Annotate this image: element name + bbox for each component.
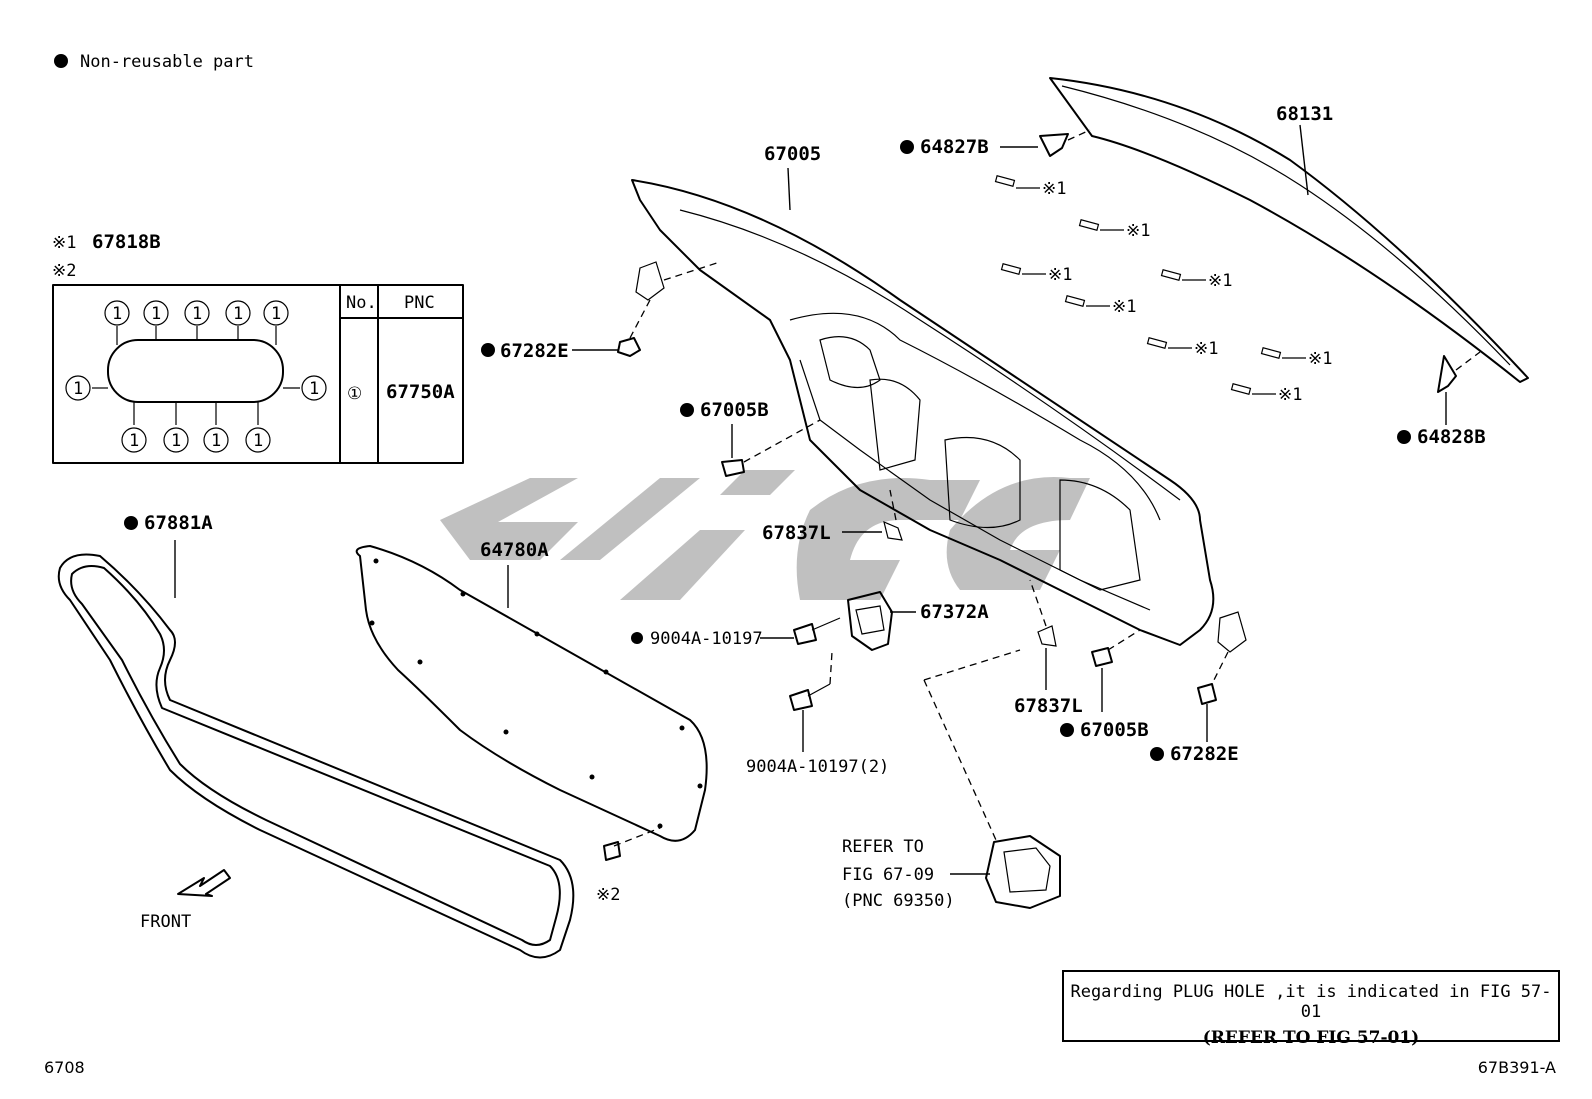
label-64780A: 64780A [480, 539, 549, 561]
clip-mark-4: ※1 [1208, 271, 1232, 291]
footnote1-part: 67818B [92, 231, 161, 253]
weatherstrip-schematic [107, 339, 284, 403]
label-67005: 67005 [764, 143, 821, 165]
callout-table: ※1 67818B ※2 No. PNC ① 67750A 1 1 1 1 [52, 231, 464, 464]
refer-line2: FIG 67-09 [842, 865, 934, 885]
label-67881A: 67881A [144, 512, 213, 534]
stopper-67282E-left: 67282E [481, 261, 721, 362]
footnote2-mark: ※2 [52, 261, 76, 281]
fig-number: 6708 [44, 1058, 85, 1077]
clip-mark-5: ※1 [1112, 297, 1136, 317]
bolt-9004A-lower: 9004A-10197(2) [746, 651, 889, 777]
table-header-pnc: PNC [404, 293, 435, 313]
label-64827B: 64827B [920, 136, 989, 158]
clip-mark-6: ※1 [1194, 339, 1218, 359]
svg-text:1: 1 [211, 431, 221, 451]
refer-line1: REFER TO [842, 837, 924, 857]
grommet-64827B: 64827B [900, 129, 1091, 158]
trim-board-64780A: 64780A ※2 [355, 539, 708, 905]
stopper-67282E-right: 67282E [1150, 611, 1247, 765]
spoiler-68131: 68131 [1049, 77, 1529, 383]
svg-text:1: 1 [253, 431, 263, 451]
label-67282E-right: 67282E [1170, 743, 1239, 765]
svg-text:1: 1 [171, 431, 181, 451]
cushion-67005B-left: 67005B [680, 399, 821, 477]
footnote1-mark: ※1 [52, 233, 76, 253]
bolt-9004A-upper: 9004A-10197 [631, 617, 841, 649]
svg-text:1: 1 [233, 304, 243, 324]
front-label: FRONT [140, 912, 191, 932]
screw-mark: ※2 [596, 885, 620, 905]
clip-group: ※1 ※1 ※1 ※1 ※1 ※1 ※1 ※1 [994, 175, 1332, 405]
svg-text:1: 1 [73, 379, 83, 399]
svg-text:1: 1 [192, 304, 202, 324]
label-67282E-left: 67282E [500, 340, 569, 362]
table-header-no: No. [346, 293, 377, 313]
label-68131: 68131 [1276, 103, 1333, 125]
legend-text: Non-reusable part [80, 52, 254, 72]
grommet-64828B: 64828B [1397, 351, 1486, 448]
svg-text:1: 1 [129, 431, 139, 451]
table-frame [52, 284, 464, 464]
weatherstrip-67881A: 67881A [57, 512, 575, 959]
legend: Non-reusable part [54, 52, 254, 72]
note-line1: Regarding PLUG HOLE ,it is indicated in … [1070, 982, 1552, 1022]
clip-mark-8: ※1 [1278, 385, 1302, 405]
svg-text:1: 1 [271, 304, 281, 324]
bumper-67837L-left: 67837L [762, 489, 903, 544]
watermark-logo [440, 470, 1090, 600]
svg-text:1: 1 [112, 304, 122, 324]
cushion-67005B-right: 67005B [1060, 629, 1149, 741]
label-64828B: 64828B [1417, 426, 1486, 448]
table-row-no: ① [347, 384, 362, 404]
table-row-pnc: 67750A [386, 381, 455, 403]
label-67005B-right: 67005B [1080, 719, 1149, 741]
clip-mark-3: ※1 [1048, 265, 1072, 285]
bumper-67837L-right: 67837L [1014, 579, 1083, 717]
diagram-code: 67B391-A [1477, 1058, 1556, 1077]
refer-line3: (PNC 69350) [842, 891, 955, 911]
front-arrow: FRONT [140, 869, 231, 932]
lock-assembly-ref: REFER TO FIG 67-09 (PNC 69350) [842, 649, 1061, 911]
clip-mark-7: ※1 [1308, 349, 1332, 369]
label-67372A: 67372A [920, 601, 989, 623]
circled-one-icons: 1 1 1 1 1 1 1 1 1 1 1 [65, 300, 327, 453]
label-9004A-lower: 9004A-10197(2) [746, 757, 889, 777]
svg-text:1: 1 [309, 379, 319, 399]
plug-hole-note: Regarding PLUG HOLE ,it is indicated in … [1062, 970, 1560, 1048]
front-arrow-icon [177, 869, 231, 897]
svg-text:1: 1 [151, 304, 161, 324]
non-reusable-dot-icon [54, 54, 68, 68]
label-67005B-left: 67005B [700, 399, 769, 421]
label-9004A-upper: 9004A-10197 [650, 629, 763, 649]
note-line2: (REFER TO FIG 57-01) [1202, 1028, 1420, 1048]
lock-67372A: 67372A [847, 591, 989, 651]
clip-mark-2: ※1 [1126, 221, 1150, 241]
trunk-lid-67005: 67005 [631, 143, 1215, 646]
label-67837L-left: 67837L [762, 522, 831, 544]
clip-mark-1: ※1 [1042, 179, 1066, 199]
label-67837L-right: 67837L [1014, 695, 1083, 717]
